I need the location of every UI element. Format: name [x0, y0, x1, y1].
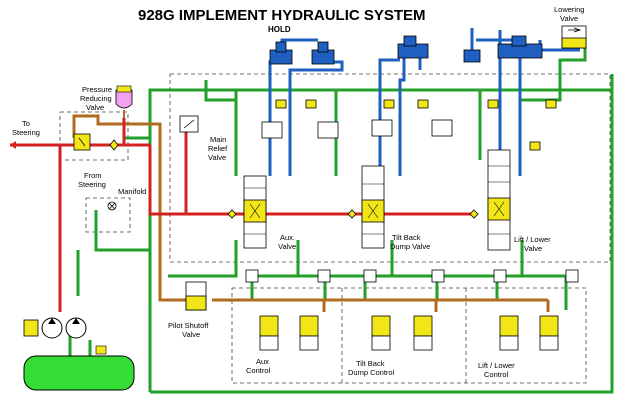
load-check-valves: [109, 139, 479, 219]
tilt-control-label-2: Dump Control: [348, 368, 395, 377]
from-steering-label-2: Steering: [78, 180, 106, 189]
pressure-reducing-label-3: Valve: [86, 103, 104, 112]
pressure-reducing-box: [59, 111, 129, 161]
hold-cylinder-right: [311, 41, 335, 65]
to-steering-label: To: [22, 119, 30, 128]
accumulator: [115, 85, 133, 118]
main-relief-label-3: Valve: [208, 153, 226, 162]
lift-cylinder-right: [497, 35, 543, 59]
main-relief-label-2: Relief: [208, 144, 228, 153]
pilot-shutoff-label: Pilot Shutoff: [168, 321, 209, 330]
lift-valve: [487, 149, 511, 251]
return-lines: [68, 40, 614, 394]
aux-valve-label: Aux.: [280, 233, 295, 242]
lift-valve-label: Lift / Lower: [514, 235, 551, 244]
tilt-control-label: Tilt Back: [356, 359, 385, 368]
aux-valve: [243, 175, 267, 249]
tilt-control: [371, 315, 433, 351]
cylinder-port-reliefs: [261, 99, 557, 151]
pressure-reducing-valve: [73, 133, 91, 151]
lowering-valve-label: Lowering: [554, 5, 584, 14]
main-relief-label: Main: [210, 135, 226, 144]
lift-cylinder-left: [463, 49, 481, 63]
pressure-reducing-label: Pressure: [82, 85, 112, 94]
lowering-valve: [561, 25, 587, 49]
tilt-valve-label: Tilt Back: [392, 233, 421, 242]
main-relief-valve: [179, 115, 199, 133]
diagram-title: 928G IMPLEMENT HYDRAULIC SYSTEM: [138, 7, 426, 24]
to-steering-arrow: [10, 141, 16, 149]
hold-label: HOLD: [268, 25, 291, 34]
lowering-valve-label-2: Valve: [560, 14, 578, 23]
pilot-shutoff-valve: [185, 281, 207, 311]
aux-control: [259, 315, 319, 351]
pressure-reducing-label-2: Reducing: [80, 94, 112, 103]
hold-cylinder-left: [269, 41, 293, 65]
couplers: [245, 269, 579, 283]
pilot-lines: [72, 114, 550, 312]
to-steering-label-2: Steering: [12, 128, 40, 137]
manifold-box: [85, 197, 131, 233]
pilot-shutoff-label-2: Valve: [182, 330, 200, 339]
tilt-valve: [361, 165, 385, 249]
from-steering-label: From: [84, 171, 102, 180]
tilt-cylinder: [397, 35, 429, 59]
lift-valve-label-2: Valve: [524, 244, 542, 253]
aux-control-label-2: Control: [246, 366, 271, 375]
main-valve-group-box: [169, 73, 611, 263]
pilot-control-group-box: [231, 287, 587, 384]
manifold-label: Manifold: [118, 187, 146, 196]
aux-control-label: Aux: [256, 357, 269, 366]
hydraulic-tank: [23, 355, 135, 391]
lift-control-label-2: Control: [484, 370, 509, 379]
tilt-valve-label-2: Dump Valve: [390, 242, 430, 251]
manifold: [107, 201, 117, 211]
aux-valve-label-2: Valve: [278, 242, 296, 251]
lift-control: [499, 315, 559, 351]
lift-control-label: Lift / Lower: [478, 361, 515, 370]
pump-assembly: [23, 317, 107, 355]
